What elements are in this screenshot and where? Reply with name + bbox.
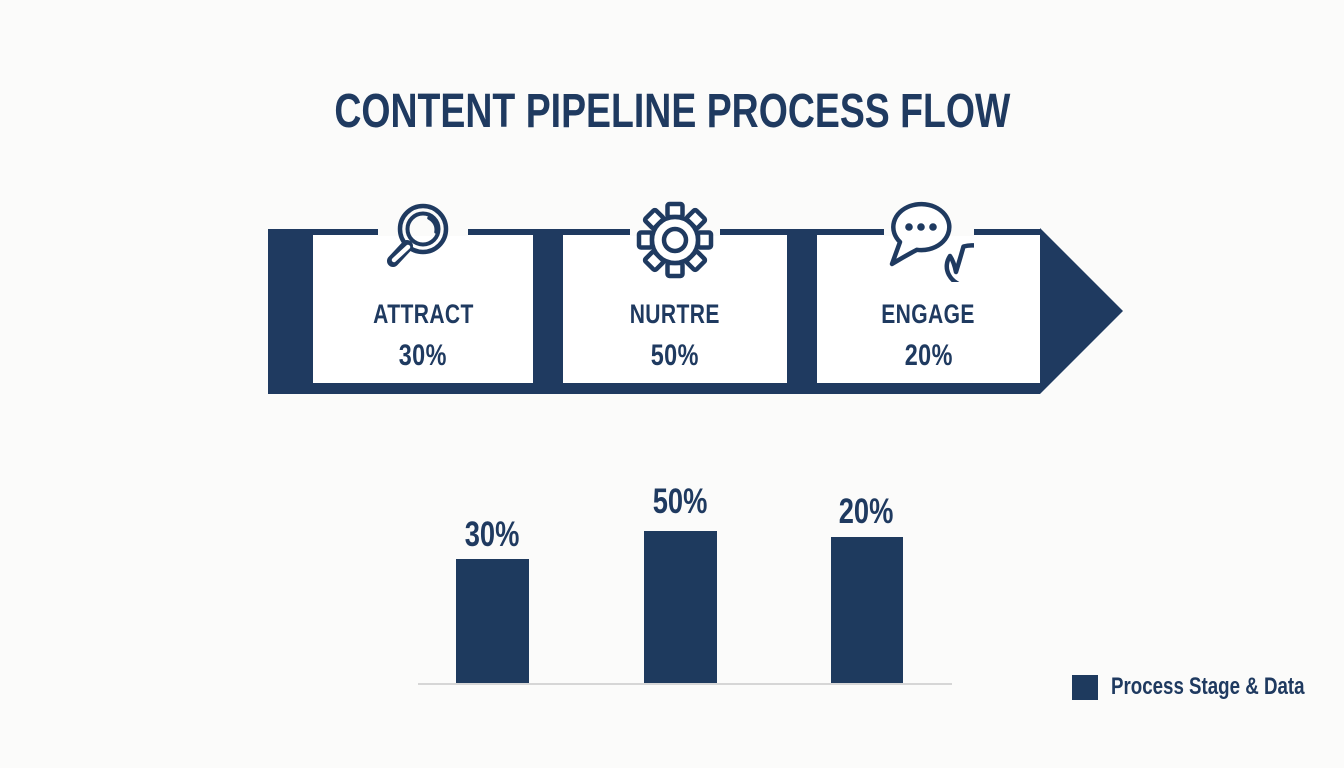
stage-box-engage: ENGAGE 20% [817,201,1040,383]
stage-label-text: NURTRE [629,299,721,329]
stage-label: ATTRACT [313,301,533,328]
bar-attract [456,559,529,683]
gear-icon [630,196,720,282]
chat-bubbles-icon [883,196,974,282]
stage-value: 20% [817,341,1040,371]
chart-legend: Process Stage & Data [1072,674,1344,700]
page-title-text: CONTENT PIPELINE PROCESS FLOW [333,85,1011,138]
stage-value: 30% [313,341,533,371]
stage-label: ENGAGE [817,301,1040,328]
bar-value-text: 20% [838,492,894,531]
bar-engage [831,537,903,683]
stage-label: NURTRE [563,301,787,328]
legend-swatch [1072,674,1098,700]
bar-value-label: 30% [432,517,552,552]
bar-nurture [644,531,717,683]
stage-value: 50% [563,341,787,371]
legend-label-text: Process Stage & Data [1111,673,1305,700]
bar-value-text: 50% [652,482,708,521]
stage-label-text: ENGAGE [881,299,976,329]
stage-box-nurture: NURTRE 50% [563,201,787,383]
stage-value-text: 50% [650,339,699,372]
page-title: CONTENT PIPELINE PROCESS FLOW [0,88,1344,136]
bar-value-text: 30% [464,515,520,554]
chart-baseline [418,683,952,685]
flow-arrow-head-icon [1040,228,1123,394]
stage-value-text: 20% [904,339,953,372]
bar-value-label: 20% [806,494,926,529]
stage-value-text: 30% [398,339,447,372]
stage-box-attract: ATTRACT 30% [313,203,533,383]
bar-value-label: 50% [620,484,740,519]
legend-label: Process Stage & Data [1111,674,1344,700]
stage-label-text: ATTRACT [372,299,474,329]
magnifying-glass-icon [378,196,468,282]
